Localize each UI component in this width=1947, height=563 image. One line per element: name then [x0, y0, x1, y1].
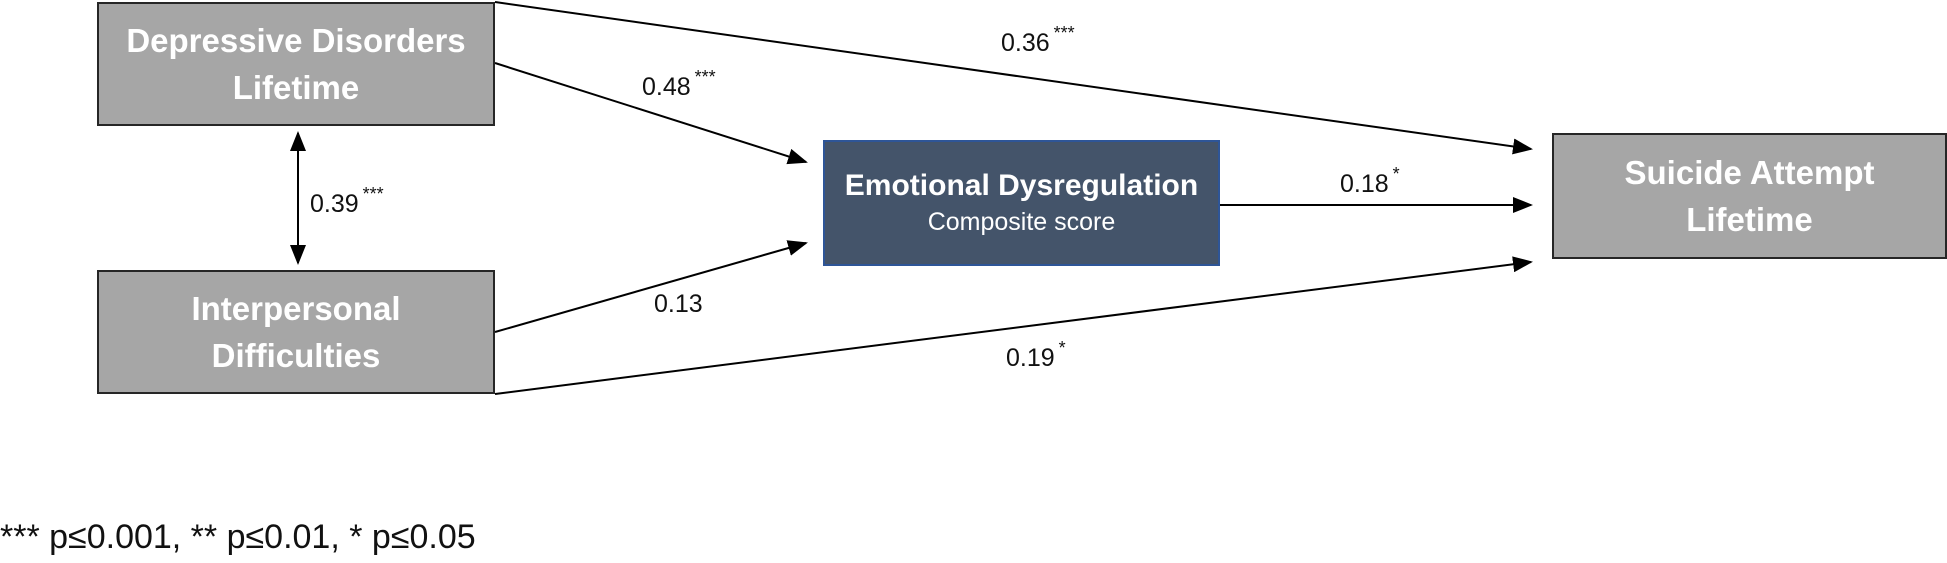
coef-depressive-to-suicide: 0.36*** — [1001, 23, 1075, 58]
coef-emotional-to-suicide: 0.18* — [1340, 164, 1400, 199]
coef-value: 0.39 — [310, 190, 359, 218]
coef-interpersonal-to-suicide: 0.19* — [1006, 338, 1066, 373]
suicide-attempt-node: Suicide Attempt Lifetime — [1552, 133, 1947, 259]
arrow-depressive-to-emotional — [494, 62, 808, 165]
coef-significance: *** — [694, 67, 716, 87]
coef-interpersonal-to-emotional: 0.13 — [654, 290, 707, 319]
coef-value: 0.19 — [1006, 344, 1055, 372]
coef-depressive-to-emotional: 0.48*** — [642, 67, 716, 102]
coef-significance: *** — [1053, 23, 1075, 43]
arrow-interpersonal-to-suicide — [494, 256, 1533, 395]
depressive-disorders-line2: Lifetime — [232, 69, 360, 106]
emotional-dysregulation-subtitle: Composite score — [927, 208, 1116, 236]
arrow-interpersonal-to-emotional — [494, 240, 808, 333]
coef-depressive-interpersonal-correlation: 0.39*** — [310, 184, 384, 219]
significance-legend: *** p≤0.001, ** p≤0.01, * p≤0.05 — [0, 518, 476, 556]
arrow-depressive-to-suicide — [494, 1, 1533, 155]
suicide-attempt-line1: Suicide Attempt — [1624, 154, 1875, 191]
interpersonal-difficulties-line1: Interpersonal — [191, 290, 401, 327]
emotional-dysregulation-node: Emotional Dysregulation Composite score — [823, 140, 1220, 266]
emotional-dysregulation-title: Emotional Dysregulation — [844, 169, 1199, 202]
interpersonal-difficulties-node: Interpersonal Difficulties — [97, 270, 495, 394]
coef-value: 0.36 — [1001, 29, 1050, 57]
interpersonal-difficulties-line2: Difficulties — [211, 337, 381, 374]
coef-significance: *** — [362, 184, 384, 204]
suicide-attempt-line2: Lifetime — [1686, 201, 1813, 238]
coef-significance: * — [1392, 164, 1400, 184]
coef-value: 0.48 — [642, 73, 691, 101]
coef-significance: * — [1058, 338, 1066, 358]
depressive-disorders-line1: Depressive Disorders — [126, 22, 466, 59]
depressive-disorders-node: Depressive Disorders Lifetime — [97, 2, 495, 126]
coef-value: 0.18 — [1340, 170, 1389, 198]
coef-value: 0.13 — [654, 290, 703, 318]
